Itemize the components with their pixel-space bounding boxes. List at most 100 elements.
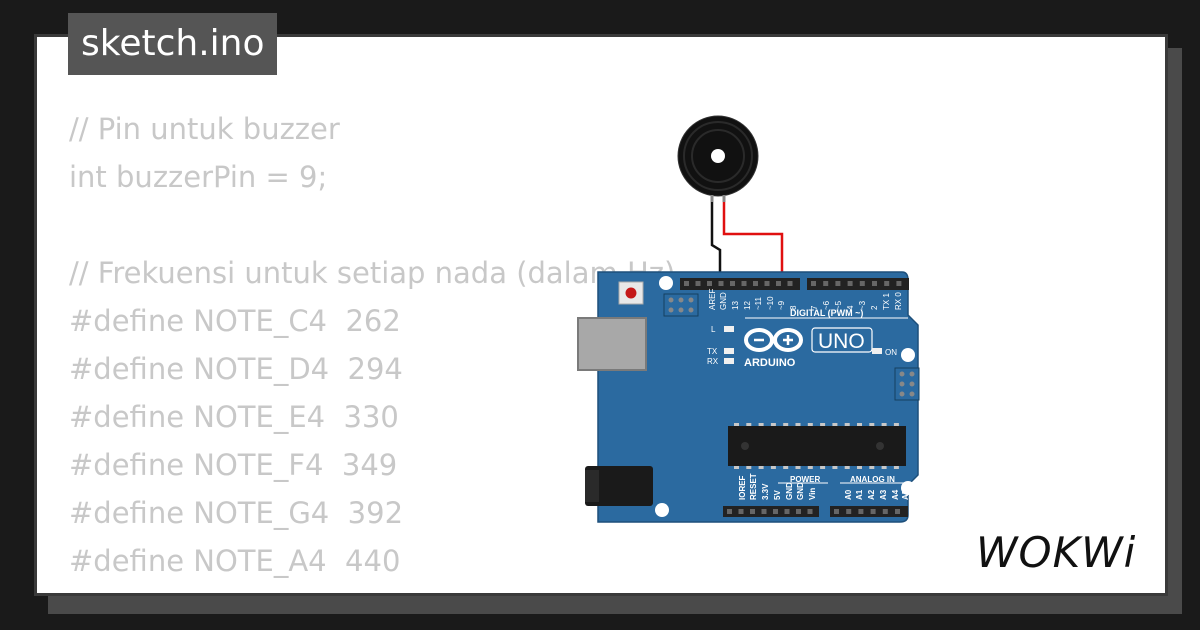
header-pin — [807, 509, 813, 514]
header-pin — [835, 281, 841, 286]
pin-label: A2 — [867, 489, 876, 500]
pin-label: IOREF — [738, 475, 747, 500]
header-pin — [859, 281, 865, 286]
header-pin — [787, 281, 793, 286]
pin-label: GND — [785, 482, 794, 500]
analog-header — [830, 506, 908, 517]
chip-pin — [869, 466, 875, 469]
header-pin — [882, 509, 888, 514]
code-line: #define NOTE_F4 349 — [69, 448, 398, 482]
header-pin — [858, 509, 864, 514]
code-line: #define NOTE_D4 294 — [69, 352, 403, 386]
header-pin — [784, 509, 790, 514]
pin-label: A5 — [901, 489, 910, 500]
chip-pin — [783, 466, 789, 469]
svg-text:TX: TX — [707, 347, 718, 356]
chip-pin — [820, 466, 826, 469]
pin-label: 7 — [810, 305, 819, 310]
header-pin — [870, 509, 876, 514]
chip-pin — [857, 466, 862, 469]
chip-pin — [770, 466, 776, 469]
arduino-brand: ARDUINO — [744, 357, 796, 369]
chip-pin — [807, 423, 813, 426]
header-pin — [895, 509, 900, 514]
header-pin — [718, 281, 724, 286]
chip-pin — [746, 423, 752, 426]
header-pin — [872, 281, 877, 286]
pin-label: 4 — [846, 305, 855, 310]
pin-label: 12 — [743, 301, 752, 310]
header-pin — [884, 281, 890, 286]
chip-pin — [893, 423, 899, 426]
code-line: #define NOTE_E4 330 — [69, 400, 399, 434]
pin-label: A3 — [879, 489, 888, 500]
pin-label: ~5 — [834, 300, 843, 310]
icsp-header — [894, 367, 920, 401]
header-pin — [730, 281, 735, 286]
header-pin — [796, 509, 801, 514]
chip-pin — [832, 423, 838, 426]
header-pin — [896, 281, 902, 286]
code-editor[interactable]: // Pin untuk buzzer int buzzerPin = 9; //… — [69, 105, 676, 593]
code-line: #define NOTE_G4 392 — [69, 496, 404, 530]
header-pin — [834, 509, 839, 514]
chip-pin — [881, 466, 887, 469]
chip-pin — [758, 423, 764, 426]
pin-label: Vin — [808, 488, 817, 500]
svg-text:POWER: POWER — [790, 475, 820, 484]
chip-pin — [734, 466, 739, 469]
code-line: #define NOTE_C4 262 — [69, 304, 401, 338]
chip-pin — [881, 423, 887, 426]
chip-pin — [795, 466, 801, 469]
svg-text:RX: RX — [707, 357, 719, 366]
header-pin — [811, 281, 816, 286]
chip-pin — [770, 423, 776, 426]
chip-pin — [795, 423, 801, 426]
chip-pin — [832, 466, 838, 469]
header-pin — [764, 281, 770, 286]
pin-label: 2 — [870, 305, 879, 310]
chip-pin — [734, 423, 739, 426]
atmega-chip — [728, 423, 906, 469]
code-line: int buzzerPin = 9; — [69, 160, 328, 194]
svg-text:ON: ON — [885, 348, 897, 357]
chip-pin — [820, 423, 826, 426]
pin-label: 13 — [731, 301, 740, 310]
chip-pin — [844, 466, 850, 469]
pin-label: 5V — [773, 490, 782, 500]
pin-label: GND — [796, 482, 805, 500]
code-line: // Pin untuk buzzer — [69, 112, 340, 146]
pin-label: GND — [719, 292, 728, 310]
pin-label: A0 — [844, 489, 853, 500]
power-jack — [585, 466, 653, 506]
wokwi-logo[interactable]: WOKWi — [974, 525, 1150, 579]
code-line: // Frekuensi untuk setiap nada (dalam Hz… — [69, 256, 676, 290]
chip-pin — [844, 423, 850, 426]
file-tab[interactable]: sketch.ino — [68, 13, 278, 75]
buzzer[interactable] — [677, 115, 759, 197]
header-pin — [695, 281, 701, 286]
chip-pin — [869, 423, 875, 426]
pin-label: TX 1 — [882, 293, 891, 310]
header-pin — [776, 281, 781, 286]
header-pin — [707, 281, 712, 286]
digital-label: DIGITAL (PWM ~) — [790, 308, 863, 318]
pin-label: AREF — [708, 289, 717, 310]
pin-label: 8 — [789, 305, 798, 310]
chip-pin — [857, 423, 862, 426]
chip-pin — [783, 423, 789, 426]
header-pin — [847, 281, 853, 286]
top-header-right — [807, 278, 909, 290]
usb-port — [577, 317, 647, 371]
code-line: #define NOTE_A4 440 — [69, 544, 401, 578]
pin-label: ~3 — [858, 300, 867, 310]
svg-text:ANALOG IN: ANALOG IN — [850, 475, 895, 484]
chip-pin — [807, 466, 813, 469]
signal-wire — [722, 195, 784, 282]
arduino-logo-icon — [744, 328, 803, 352]
pin-label: A1 — [855, 489, 864, 500]
header-pin — [727, 509, 732, 514]
gnd-wire — [710, 195, 722, 282]
